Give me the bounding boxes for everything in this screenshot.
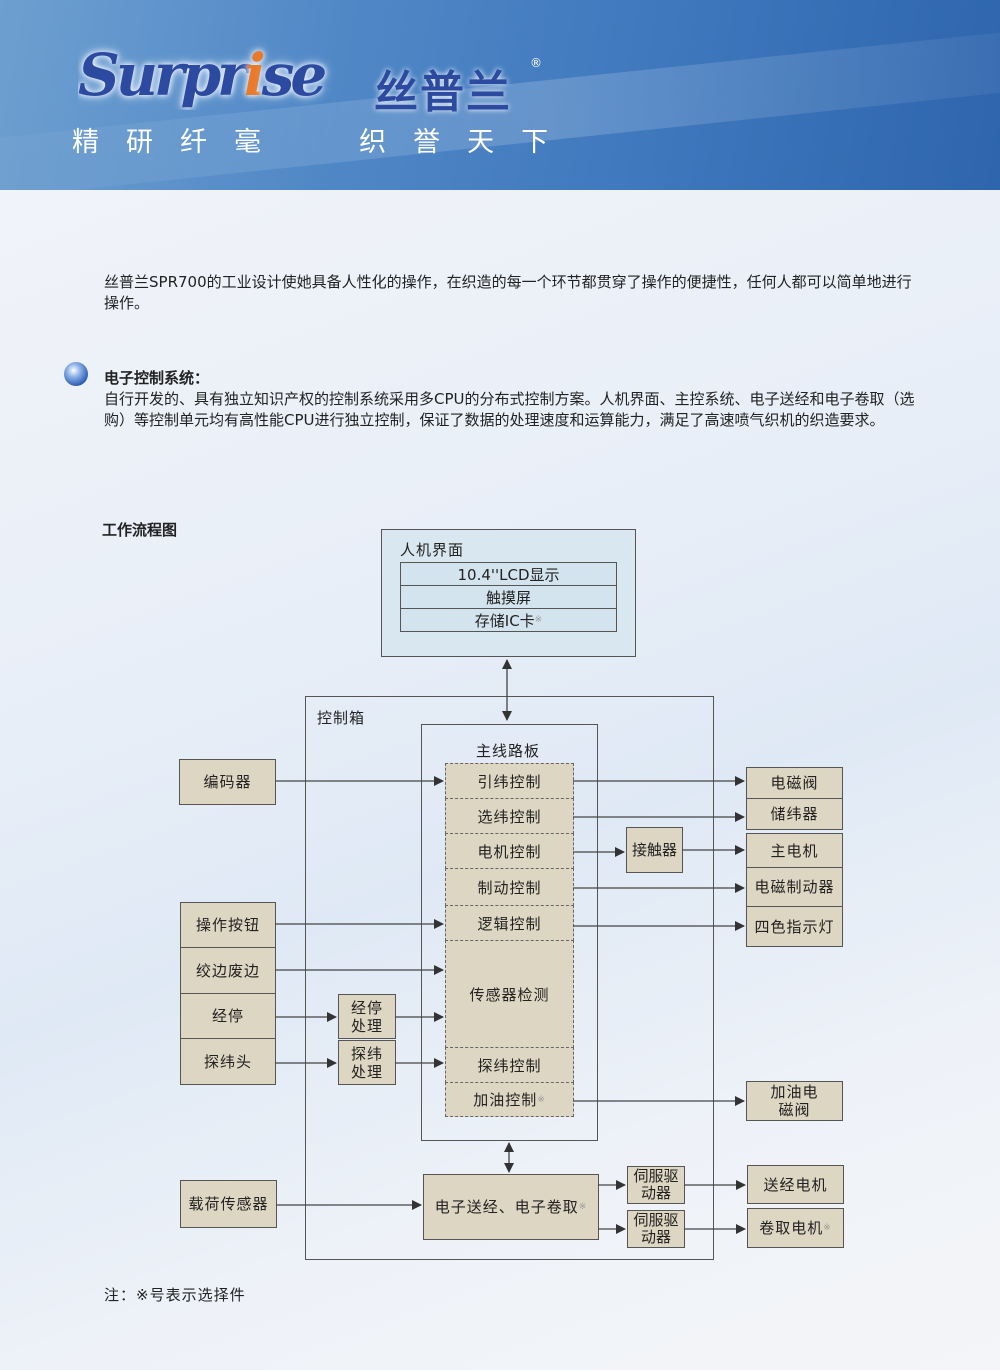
output-brake: 电磁制动器	[746, 867, 843, 907]
mainboard-title: 主线路板	[476, 742, 541, 760]
contactor: 接触器	[626, 827, 683, 873]
servo-driver-2: 伺服驱动器	[627, 1210, 685, 1248]
module-sensor: 传感器检测	[445, 940, 574, 1048]
output-oiling-solenoid: 加油电磁阀	[746, 1081, 843, 1121]
hmi-ic-card-label: 存储IC卡	[474, 611, 535, 630]
let-off-label: 电子送经、电子卷取	[434, 1198, 579, 1216]
output-accumulator: 储纬器	[746, 798, 843, 830]
section-body: 自行开发的、具有独立知识产权的控制系统采用多CPU的分布式控制方案。人机界面、主…	[104, 390, 915, 429]
hmi-title: 人机界面	[400, 541, 465, 559]
module-logic: 逻辑控制	[445, 905, 574, 941]
brand-logo: Surprise	[78, 41, 327, 109]
weft-detect-processing: 探纬处理	[338, 1040, 396, 1085]
output-take-up-motor: 卷取电机※	[747, 1208, 844, 1248]
module-motor: 电机控制	[445, 833, 574, 869]
output-main-motor: 主电机	[746, 833, 843, 868]
intro-paragraph: 丝普兰SPR700的工业设计使她具备人性化的操作，在织造的每一个环节都贯穿了操作…	[104, 273, 912, 312]
hmi-touchscreen: 触摸屏	[400, 585, 617, 609]
section-title: 电子控制系统：	[104, 369, 210, 387]
electronic-let-off-take-up: 电子送经、电子卷取※	[423, 1174, 599, 1240]
module-brake: 制动控制	[445, 868, 574, 906]
control-box-label: 控制箱	[317, 709, 366, 727]
brand-logo-cn: 丝普兰	[374, 67, 512, 118]
mainboard	[421, 724, 598, 1141]
registered-mark: ®	[530, 56, 542, 70]
optional-mark: ※	[578, 1202, 588, 1212]
take-up-motor-label: 卷取电机	[759, 1219, 824, 1237]
input-buttons: 操作按钮	[180, 902, 276, 948]
brand-header: Surprise 丝普兰 ® 精研纤毫 织誉天下	[0, 0, 1000, 190]
output-let-off-motor: 送经电机	[747, 1165, 844, 1204]
input-weft-detector: 探纬头	[180, 1038, 276, 1085]
module-oiling-label: 加油控制	[473, 1091, 538, 1109]
hmi-lcd: 10.4''LCD显示	[400, 562, 617, 586]
optional-mark: ※	[823, 1223, 832, 1233]
output-signal-lamp: 四色指示灯	[746, 906, 843, 947]
optional-mark: ※	[537, 1094, 546, 1105]
bullet-orb-icon	[64, 362, 88, 386]
input-selvedge: 绞边废边	[180, 947, 276, 994]
input-encoder: 编码器	[179, 759, 276, 805]
hmi-ic-card: 存储IC卡※	[400, 608, 617, 632]
servo-driver-1: 伺服驱动器	[627, 1166, 685, 1204]
slogan: 精研纤毫 织誉天下	[72, 127, 576, 158]
diagram-title: 工作流程图	[102, 521, 178, 539]
module-oiling: 加油控制※	[445, 1082, 574, 1117]
footnote: 注：※号表示选择件	[104, 1286, 246, 1304]
input-load-sensor: 载荷传感器	[180, 1180, 277, 1228]
optional-mark: ※	[534, 615, 543, 625]
